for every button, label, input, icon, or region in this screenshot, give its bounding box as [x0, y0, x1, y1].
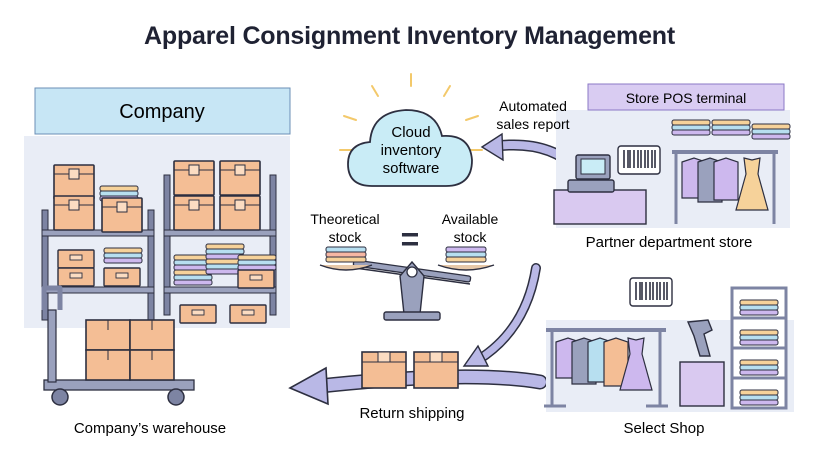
barcode-icon	[617, 145, 661, 175]
shop-counter	[679, 361, 725, 407]
stock-box	[173, 160, 215, 196]
return-shipping-label: Return shipping	[359, 405, 464, 422]
pos-terminal-icon	[567, 154, 615, 193]
pos-header-label: Store POS terminal	[626, 90, 747, 106]
select-shop-label: Select Shop	[624, 420, 705, 437]
stock-box	[219, 195, 261, 231]
company-header-label: Company	[119, 101, 205, 123]
available-stock-line2: stock	[454, 229, 488, 245]
cloud-label-line2: inventory	[381, 142, 442, 159]
shipping-boxes	[361, 351, 459, 389]
folded-garments	[237, 254, 277, 271]
stock-box	[219, 160, 261, 196]
barcode-scanner-icon	[686, 319, 713, 357]
stock-box	[103, 267, 141, 287]
theoretical-stock-line2: stock	[329, 229, 363, 245]
cloud-icon	[339, 73, 483, 187]
return-shipping-arrow	[288, 351, 548, 406]
stock-box	[53, 195, 95, 231]
stock-box	[57, 267, 95, 287]
stock-box	[173, 195, 215, 231]
stock-box	[101, 197, 143, 233]
pos-header	[587, 83, 785, 111]
automated-report-line1: Automated	[499, 98, 567, 114]
page-title: Apparel Consignment Inventory Management	[144, 22, 675, 50]
available-stock-line1: Available	[442, 211, 499, 227]
stock-box	[57, 249, 95, 269]
company-header	[34, 87, 291, 135]
stock-box	[179, 304, 217, 324]
clothes-rack-icon	[672, 150, 778, 224]
stock-box	[53, 164, 95, 200]
balance-scale-icon	[319, 246, 495, 321]
hand-truck-icon	[41, 285, 195, 406]
theoretical-stock-line1: Theoretical	[310, 211, 379, 227]
warehouse-shelf-right	[163, 160, 277, 324]
equals-sign: =	[401, 221, 420, 257]
pallet-boxes	[85, 319, 175, 381]
store-counter	[553, 189, 647, 225]
clothes-rack-icon	[544, 328, 668, 408]
warehouse-label: Company’s warehouse	[74, 420, 226, 437]
cloud-label-line3: software	[383, 160, 440, 177]
partner-store-label: Partner department store	[586, 234, 753, 251]
folded-garments	[103, 247, 143, 264]
stock-box	[229, 304, 267, 324]
return-flow-arrow	[462, 263, 541, 367]
cloud-label-line1: Cloud	[391, 124, 430, 141]
barcode-icon	[629, 277, 673, 307]
stock-box	[237, 269, 275, 289]
shop-shelf	[730, 286, 788, 410]
automated-report-line2: sales report	[496, 116, 569, 132]
